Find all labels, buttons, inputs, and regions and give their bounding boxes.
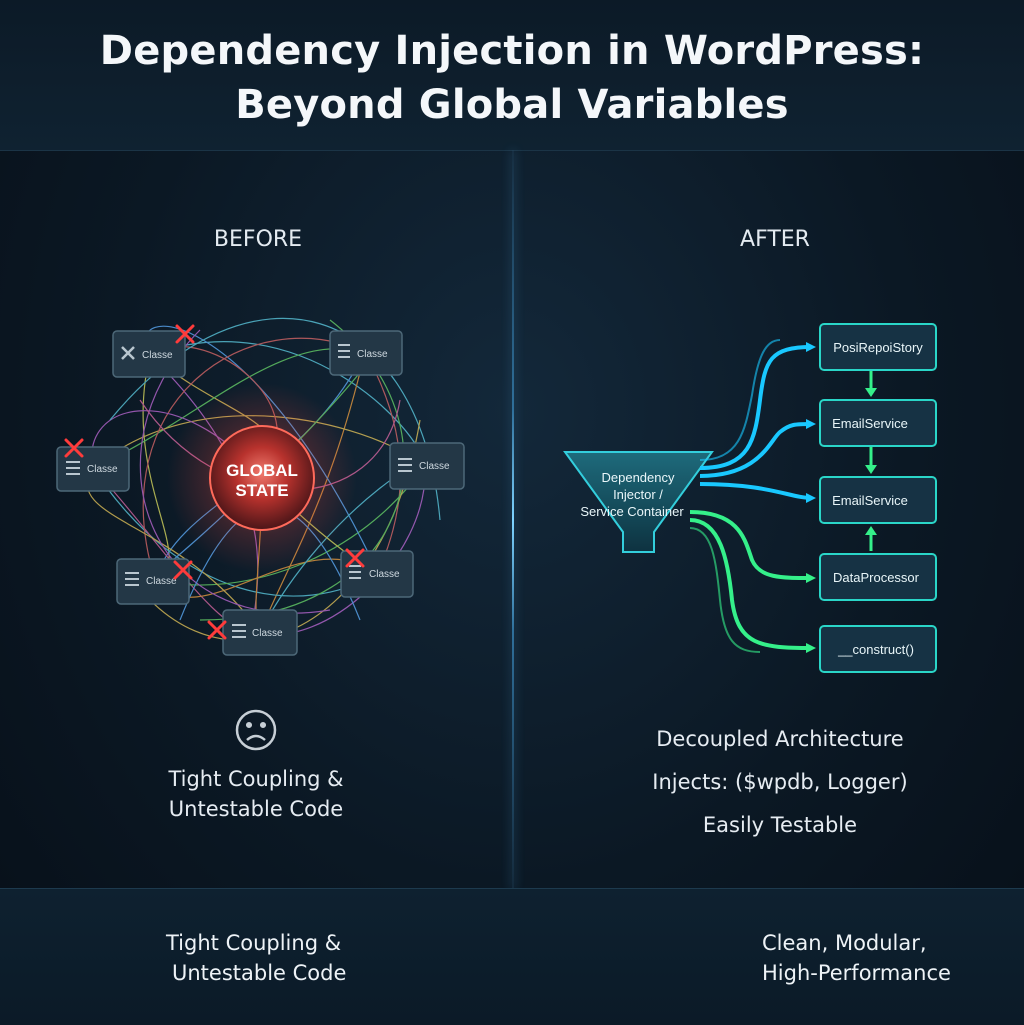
title-banner: Dependency Injection in WordPress: Beyon…	[0, 0, 1024, 151]
service-connectors	[865, 371, 877, 551]
class-box: Classe	[112, 330, 186, 378]
service-label: DataProcessor	[833, 570, 920, 585]
footer-right-line-1: Clean, Modular,	[762, 931, 927, 955]
injector-line-2: Injector /	[613, 487, 663, 502]
red-cross-icon	[207, 620, 227, 640]
before-caption-line-2: Untestable Code	[168, 797, 344, 821]
service-box: __construct()	[819, 625, 937, 673]
list-icon	[349, 565, 361, 579]
list-icon	[338, 344, 350, 358]
injector-line-1: Dependency	[602, 470, 675, 485]
class-box: Classe	[56, 446, 130, 492]
service-box: DataProcessor	[819, 553, 937, 601]
class-box: Classe	[222, 609, 298, 656]
before-label: BEFORE	[213, 227, 303, 252]
service-label: __construct()	[837, 642, 914, 657]
footer-right-text: Clean, Modular, High-Performance	[762, 928, 951, 988]
service-box: PosiRepoiStory	[819, 323, 937, 371]
red-cross-icon	[173, 560, 193, 580]
after-label: AFTER	[740, 227, 810, 252]
before-caption: Tight Coupling & Untestable Code	[106, 764, 406, 824]
class-box: Classe	[340, 550, 414, 598]
service-box: EmailService	[819, 476, 937, 524]
footer-left-text: Tight Coupling & Untestable Code	[166, 928, 346, 988]
global-state-line-1: GLOBAL	[226, 461, 298, 480]
before-caption-line-1: Tight Coupling &	[168, 767, 344, 791]
global-state-core: GLOBAL STATE	[167, 383, 357, 573]
sad-face-icon	[235, 709, 277, 751]
injection-arrows-green	[689, 510, 816, 653]
class-label: Classe	[252, 628, 283, 639]
footer-right-line-2: High-Performance	[762, 961, 951, 985]
class-label: Classe	[369, 569, 400, 580]
class-box: Classe	[329, 330, 403, 376]
footer-left-line-1: Tight Coupling &	[166, 931, 342, 955]
list-icon	[66, 461, 80, 475]
center-divider	[512, 150, 514, 890]
class-label: Classe	[146, 576, 177, 587]
injector-line-3: Service Container	[580, 504, 684, 519]
red-cross-icon	[345, 548, 365, 568]
class-label: Classe	[357, 349, 388, 360]
class-box: Classe	[389, 442, 465, 490]
red-cross-icon	[64, 438, 84, 458]
after-caption-line-2: Injects: ($wpdb, Logger)	[652, 770, 908, 794]
class-box: Classe	[116, 558, 190, 605]
after-caption: Decoupled Architecture Injects: ($wpdb, …	[600, 718, 960, 847]
service-label: PosiRepoiStory	[833, 340, 923, 355]
service-label: EmailService	[832, 493, 908, 508]
red-cross-icon	[175, 324, 195, 344]
dependency-injector-funnel: Dependency Injector / Service Container	[563, 451, 714, 553]
after-caption-line-3: Easily Testable	[702, 813, 858, 837]
class-label: Classe	[87, 464, 118, 475]
after-caption-line-1: Decoupled Architecture	[656, 727, 904, 751]
x-mark-icon	[121, 346, 135, 360]
footer-bar	[0, 888, 1024, 1025]
title-line-1: Dependency Injection in WordPress:	[99, 28, 925, 74]
title-line-2: Beyond Global Variables	[235, 82, 789, 128]
list-icon	[125, 572, 139, 586]
list-icon	[232, 624, 246, 638]
service-box: EmailService	[819, 399, 937, 447]
injection-arrows-blue	[699, 339, 816, 503]
global-state-line-2: STATE	[235, 481, 288, 500]
footer-left-line-2: Untestable Code	[172, 961, 347, 985]
service-label: EmailService	[832, 416, 908, 431]
class-label: Classe	[142, 350, 173, 361]
list-icon	[398, 458, 412, 472]
class-label: Classe	[419, 461, 450, 472]
